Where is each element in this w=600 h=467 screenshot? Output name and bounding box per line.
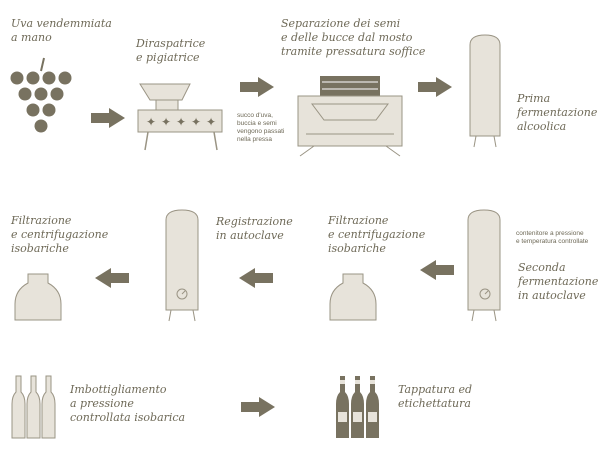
arrow-right-icon — [240, 77, 274, 97]
arrow-left-icon — [420, 260, 454, 280]
step-label-filtration-1: Filtrazione e centrifugazione isobariche — [328, 214, 426, 255]
svg-text:✦: ✦ — [206, 115, 216, 129]
step-label-capping: Tappatura ed etichettatura — [398, 383, 473, 410]
arrow-left-icon — [95, 268, 129, 288]
step-label-registration: Registrazione in autoclave — [216, 215, 293, 242]
step-label-bottling: Imbottigliamento a pressione controllata… — [70, 383, 186, 424]
grape-icon — [10, 57, 72, 133]
labeled-bottles-icon — [336, 376, 379, 438]
destemmer-crusher-icon: ✦ ✦ ✦ ✦ ✦ — [137, 83, 223, 151]
arrow-right-icon — [91, 108, 125, 128]
fermentation-tank-icon — [469, 34, 501, 148]
arrow-right-icon — [418, 77, 452, 97]
step-label-second-fermentation: Seconda fermentazione in autoclave — [518, 261, 599, 302]
filter-centrifuge-icon — [329, 273, 377, 321]
svg-text:✦: ✦ — [191, 115, 201, 129]
step-label-first-fermentation: Prima fermentazione alcoolica — [517, 92, 598, 133]
soft-press-icon — [297, 76, 403, 157]
filter-centrifuge-icon — [14, 273, 62, 321]
arrow-right-icon — [241, 397, 275, 417]
autoclave-tank-icon — [467, 209, 501, 322]
step-label-harvest: Uva vendemmiata a mano — [11, 17, 112, 44]
step-note-destemmer: succo d'uva, buccia e semi vengono passa… — [237, 112, 285, 143]
svg-text:✦: ✦ — [146, 115, 156, 129]
step-label-filtration-2: Filtrazione e centrifugazione isobariche — [11, 214, 109, 255]
autoclave-tank-icon — [165, 209, 199, 322]
empty-bottles-icon — [11, 375, 56, 439]
step-label-press: Separazione dei semi e delle bucce dal m… — [281, 17, 426, 58]
step-note-second-fermentation: contenitore a pressione e temperatura co… — [516, 230, 589, 245]
step-label-destemmer: Diraspatrice e pigiatrice — [136, 37, 206, 64]
svg-text:✦: ✦ — [176, 115, 186, 129]
arrow-left-icon — [239, 268, 273, 288]
svg-text:✦: ✦ — [161, 115, 171, 129]
